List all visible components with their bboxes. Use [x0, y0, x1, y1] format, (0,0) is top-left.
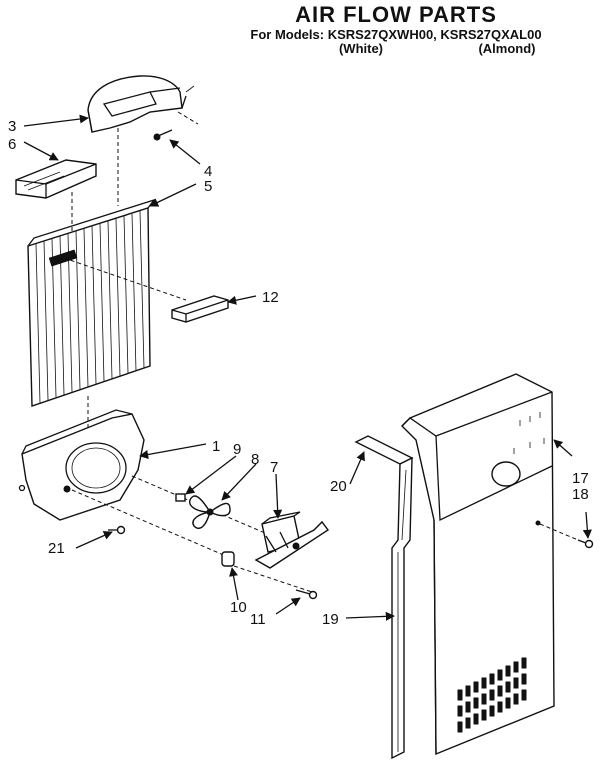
models-line: For Models: KSRS27QXWH00, KSRS27QXAL00 — [250, 27, 541, 42]
callout-5: 5 — [204, 178, 212, 195]
damper-block — [15, 159, 97, 199]
callout-11: 11 — [250, 611, 266, 628]
white-label: (White) — [339, 41, 383, 56]
callout-21: 21 — [48, 540, 65, 557]
callout-1: 1 — [212, 438, 220, 455]
callout-3: 3 — [8, 118, 16, 135]
callout-9: 9 — [233, 441, 241, 458]
callout-20: 20 — [330, 478, 347, 495]
callout-10: 10 — [230, 599, 247, 616]
air-duct-housing — [87, 75, 195, 133]
callout-19: 19 — [322, 611, 339, 628]
fan-motor — [254, 511, 330, 569]
callout-7: 7 — [270, 459, 278, 476]
callout-8: 8 — [251, 451, 259, 468]
screw-part-18 — [577, 539, 594, 549]
callout-17: 17 — [572, 470, 589, 487]
callout-18: 18 — [572, 486, 589, 503]
screw-part-11 — [295, 589, 318, 600]
nut-part-9 — [175, 493, 186, 502]
gasket-top — [354, 435, 414, 465]
grommet-part-10 — [221, 551, 235, 567]
almond-label: (Almond) — [478, 41, 535, 56]
fan-blade — [189, 495, 231, 530]
callout-4: 4 — [204, 163, 212, 180]
leader-lines — [23, 114, 592, 621]
diagram-title: AIR FLOW PARTS — [295, 2, 497, 27]
bracket-part-12 — [171, 295, 229, 323]
screw-part-21 — [108, 525, 126, 535]
callout-12: 12 — [262, 289, 279, 306]
rear-cover — [401, 373, 555, 756]
seal-strip — [391, 456, 413, 760]
evaporator-panel — [27, 198, 156, 407]
fan-shroud — [18, 409, 145, 521]
screw-part-4 — [153, 129, 173, 141]
callout-6: 6 — [8, 136, 16, 153]
